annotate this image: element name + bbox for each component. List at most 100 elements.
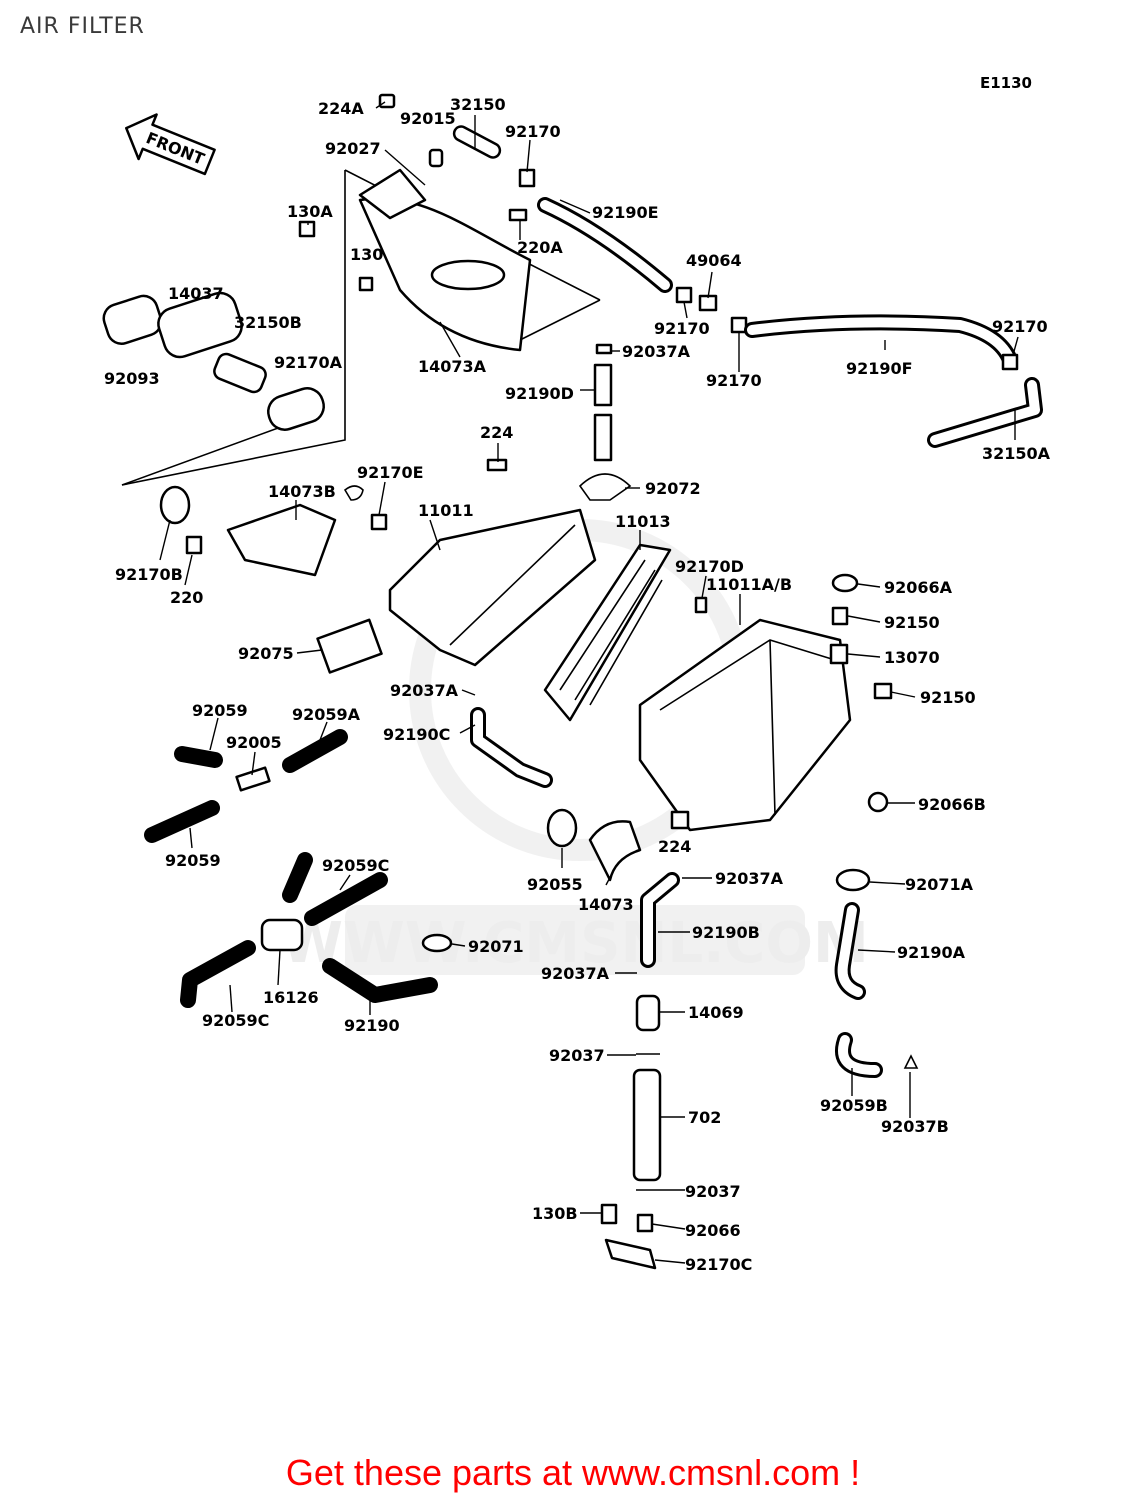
callout-11011: 11011 (418, 501, 474, 520)
callout-92037A-a: 92037A (622, 342, 691, 361)
callout-32150: 32150 (450, 95, 506, 114)
callout-92071: 92071 (468, 937, 524, 956)
callout-92059B: 92059B (820, 1096, 888, 1115)
clamp-92170B (159, 485, 191, 525)
hose-92059A (282, 729, 348, 773)
watermark-band (345, 905, 805, 975)
hose-92059-bottom (144, 800, 220, 843)
callout-14073: 14073 (578, 895, 634, 914)
joint-92005 (235, 766, 271, 792)
callout-92037A-d: 92037A (541, 964, 610, 983)
callout-224A: 224A (318, 99, 364, 118)
callout-92170-b: 92170 (654, 319, 710, 338)
callout-92059C-b: 92059C (202, 1011, 269, 1030)
callout-92066B: 92066B (918, 795, 986, 814)
duct-14073A-opening (430, 259, 506, 291)
diagram-code: E1130 (980, 74, 1032, 92)
callout-14073B: 14073B (268, 482, 336, 501)
clip-92170E-a (343, 485, 364, 501)
leader-lines (159, 101, 1019, 1264)
callout-92170-d: 92170 (706, 371, 762, 390)
callout-16126: 16126 (263, 988, 319, 1007)
callout-92005: 92005 (226, 733, 282, 752)
element-11013 (543, 543, 672, 722)
hose-92059C-bottom (180, 940, 256, 1008)
callout-92071A: 92071A (905, 875, 974, 894)
plug-92066 (636, 1213, 654, 1233)
pad-92075 (316, 618, 383, 674)
clamp-92170C (604, 1238, 657, 1270)
hose-92059C-top (282, 852, 313, 903)
screw-92150-a (831, 606, 849, 626)
watermark-text: WWW.CMSNL.COM (281, 911, 868, 976)
callout-92170B: 92170B (115, 565, 183, 584)
callout-92037B: 92037B (881, 1117, 949, 1136)
tube-32150B (213, 352, 267, 394)
callout-224-a: 224 (480, 423, 513, 442)
callout-92190D: 92190D (505, 384, 574, 403)
callout-92150-b: 92150 (920, 688, 976, 707)
callout-92190C: 92190C (383, 725, 450, 744)
element-11013-grid (559, 559, 663, 706)
callout-92059C-a: 92059C (322, 856, 389, 875)
hose-92190 (322, 958, 438, 1003)
case-11011AB (638, 618, 852, 832)
callout-92037-a: 92037 (549, 1046, 605, 1065)
upper-assembly-frame (121, 170, 346, 486)
front-arrow-shape (125, 113, 216, 176)
cap-32150A-inner (930, 380, 1040, 445)
callout-224-b: 224 (658, 837, 691, 856)
clamp-92170-mid (675, 286, 693, 304)
duct-14073B (226, 503, 337, 577)
cap-32150 (452, 125, 502, 159)
callout-92066A: 92066A (884, 578, 953, 597)
callout-92072: 92072 (645, 479, 701, 498)
valve-16126 (260, 918, 304, 952)
grommet-92071A (835, 868, 871, 892)
clamp-92170-right (730, 316, 748, 334)
seal-92093 (102, 294, 163, 345)
page-title: AIR FILTER (20, 14, 145, 39)
callout-92059-b: 92059 (165, 851, 221, 870)
callout-92170D: 92170D (675, 557, 744, 576)
upper-assembly-frame-right (519, 299, 601, 341)
callout-130A: 130A (287, 202, 333, 221)
clamp-92170-far (1001, 353, 1019, 371)
hose-92190A-inner (837, 905, 863, 997)
callout-92075: 92075 (238, 644, 294, 663)
front-arrow: FRONT (125, 113, 216, 176)
bolt-130A (298, 220, 316, 238)
promo-banner[interactable]: Get these parts at www.cmsnl.com ! (285, 1452, 861, 1493)
hose-92059B-inner (838, 1035, 880, 1075)
case-11011-rim (449, 524, 576, 646)
cap-92066A (831, 573, 859, 593)
callout-130: 130 (350, 245, 383, 264)
callout-92190: 92190 (344, 1016, 400, 1035)
callout-92037A-b: 92037A (390, 681, 459, 700)
callout-92190B: 92190B (692, 923, 760, 942)
ring-92055 (546, 808, 578, 848)
callout-92027: 92027 (325, 139, 381, 158)
clip-92170D (694, 596, 708, 614)
hose-92059C-right (304, 872, 388, 926)
hose-92190E-inner (540, 200, 670, 290)
screw-220 (185, 535, 203, 555)
callout-92093: 92093 (104, 369, 160, 388)
callout-92190E: 92190E (592, 203, 659, 222)
callout-92055: 92055 (527, 875, 583, 894)
callout-92059A: 92059A (292, 705, 361, 724)
callout-220A: 220A (517, 238, 563, 257)
callout-92190F: 92190F (846, 359, 913, 378)
element-14037 (157, 291, 243, 359)
callout-92170E: 92170E (357, 463, 424, 482)
callout-11011AB: 11011A/B (706, 575, 792, 594)
case-11011AB-ribs (659, 639, 836, 816)
callout-92150-a: 92150 (884, 613, 940, 632)
hose-92190B-inner (643, 875, 677, 965)
callout-14073A: 14073A (418, 357, 487, 376)
hose-92190C-inner (473, 710, 550, 785)
tube-702 (632, 1068, 662, 1182)
callout-92059-a: 92059 (192, 701, 248, 720)
clamp-92170A (267, 387, 325, 431)
